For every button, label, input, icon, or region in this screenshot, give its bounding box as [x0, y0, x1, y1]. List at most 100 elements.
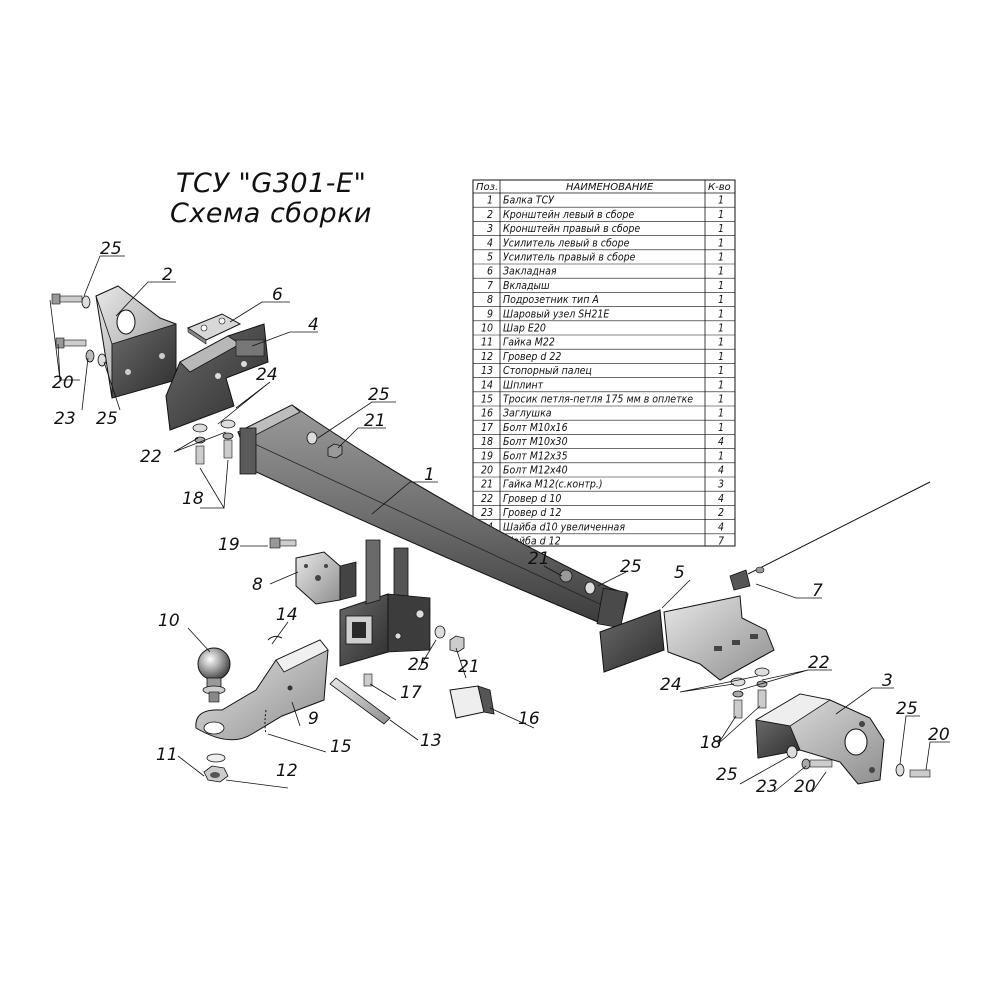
callout-20-left: 20: [52, 373, 74, 393]
callout-21-mid: 21: [528, 549, 550, 569]
table-cell-qty: 3: [718, 479, 724, 491]
nut-m22: [203, 753, 229, 783]
table-cell-pos: 20: [481, 465, 493, 477]
callout-13: 13: [420, 731, 442, 751]
table-cell-qty: 1: [718, 365, 724, 377]
insert-plate: [186, 313, 242, 345]
table-cell-qty: 1: [718, 323, 724, 335]
table-cell-pos: 1: [487, 195, 493, 207]
table-cell-pos: 9: [487, 308, 493, 320]
callout-25-right: 25: [716, 765, 738, 785]
callout-4: 4: [308, 315, 319, 335]
table-cell-name: Гайка М22: [503, 337, 555, 349]
table-cell-pos: 5: [487, 252, 493, 264]
callout-leaders: [49, 255, 950, 793]
callout-7: 7: [812, 581, 823, 601]
table-cell-pos: 7: [487, 280, 493, 292]
callout-16: 16: [518, 709, 540, 729]
table-cell-pos: 14: [481, 379, 493, 391]
callout-3: 3: [882, 671, 893, 691]
callout-12: 12: [276, 761, 298, 781]
table-cell-qty: 1: [718, 209, 724, 221]
ball-mount: [195, 635, 329, 741]
table-cell-qty: 4: [718, 521, 724, 533]
table-cell-qty: 1: [718, 195, 724, 207]
callout-19: 19: [218, 535, 240, 555]
table-cell-qty: 1: [718, 280, 724, 292]
left-fasteners: [51, 293, 343, 465]
callout-22-right: 22: [808, 653, 830, 673]
callout-20-mid: 20: [794, 777, 816, 797]
table-cell-name: Болт М10х16: [503, 422, 568, 434]
table-cell-name: Болт М10х30: [503, 436, 568, 448]
callout-25-low: 25: [408, 655, 430, 675]
table-cell-qty: 7: [718, 536, 724, 548]
table-cell-pos: 13: [481, 365, 493, 377]
table-cell-name: Гровер d 10: [503, 493, 561, 505]
table-cell-qty: 4: [718, 436, 724, 448]
table-cell-name: Заглушка: [503, 408, 552, 420]
table-cell-name: Болт М12х35: [503, 450, 568, 462]
callout-5: 5: [674, 563, 685, 583]
callout-17: 17: [400, 683, 422, 703]
table-cell-qty: 1: [718, 237, 724, 249]
table-cell-qty: 1: [718, 266, 724, 278]
table-cell-pos: 3: [487, 223, 493, 235]
callout-labels: 1 2 3 4 5 6 7 8 9 10 11 12 13 14 15 16 1…: [52, 239, 950, 797]
callout-14: 14: [276, 605, 298, 625]
callout-18-right: 18: [700, 733, 722, 753]
table-cell-qty: 4: [718, 493, 724, 505]
locking-pin: [329, 569, 596, 725]
socket-bracket: [269, 537, 357, 605]
table-cell-qty: 1: [718, 308, 724, 320]
callout-21-low: 21: [458, 657, 480, 677]
table-cell-pos: 4: [487, 237, 493, 249]
table-cell-qty: 2: [718, 507, 724, 519]
table-cell-qty: 1: [718, 252, 724, 264]
callout-20-right: 20: [928, 725, 950, 745]
table-cell-qty: 1: [718, 394, 724, 406]
table-cell-pos: 12: [481, 351, 493, 363]
table-cell-name: Закладная: [503, 266, 557, 278]
callout-9: 9: [308, 709, 319, 729]
right-fasteners: [730, 667, 770, 719]
table-cell-name: Гайка М12(с.контр.): [503, 479, 603, 491]
table-cell-qty: 1: [718, 294, 724, 306]
table-cell-pos: 8: [487, 294, 493, 306]
callout-25-left: 25: [96, 409, 118, 429]
callout-1: 1: [424, 465, 435, 485]
table-cell-name: Гровер d 12: [503, 507, 561, 519]
table-cell-qty: 1: [718, 223, 724, 235]
table-cell-pos: 21: [481, 479, 493, 491]
table-cell-name: Балка ТСУ: [503, 195, 555, 207]
table-cell-pos: 2: [487, 209, 493, 221]
table-cell-name: Усилитель правый в сборе: [503, 252, 636, 264]
table-cell-pos: 18: [481, 436, 493, 448]
callout-25-beam: 25: [368, 385, 390, 405]
table-cell-qty: 1: [718, 351, 724, 363]
callout-24-left: 24: [256, 365, 278, 385]
callout-25-mid: 25: [620, 557, 642, 577]
table-cell-name: Тросик петля-петля 175 мм в оплетке: [503, 394, 693, 406]
table-header-name: НАИМЕНОВАНИЕ: [566, 182, 654, 193]
callout-8: 8: [252, 575, 263, 595]
table-cell-pos: 22: [481, 493, 493, 505]
right-bracket: [754, 693, 931, 785]
diagram-title: ТСУ "G301-E": [176, 168, 367, 199]
table-cell-name: Вкладыш: [503, 280, 550, 292]
table-cell-qty: 1: [718, 379, 724, 391]
right-reinforcement: [599, 481, 931, 681]
table-cell-qty: 1: [718, 450, 724, 462]
table-cell-name: Гровер d 22: [503, 351, 561, 363]
table-cell-qty: 1: [718, 337, 724, 349]
callout-6: 6: [272, 285, 283, 305]
callout-18-left: 18: [182, 489, 204, 509]
table-cell-pos: 15: [481, 394, 493, 406]
callout-24-right: 24: [660, 675, 682, 695]
table-cell-pos: 17: [481, 422, 493, 434]
table-cell-pos: 19: [481, 450, 493, 462]
callout-2: 2: [162, 265, 173, 285]
table-cell-name: Кронштейн левый в сборе: [503, 209, 634, 221]
table-header-qty: К-во: [708, 182, 731, 193]
